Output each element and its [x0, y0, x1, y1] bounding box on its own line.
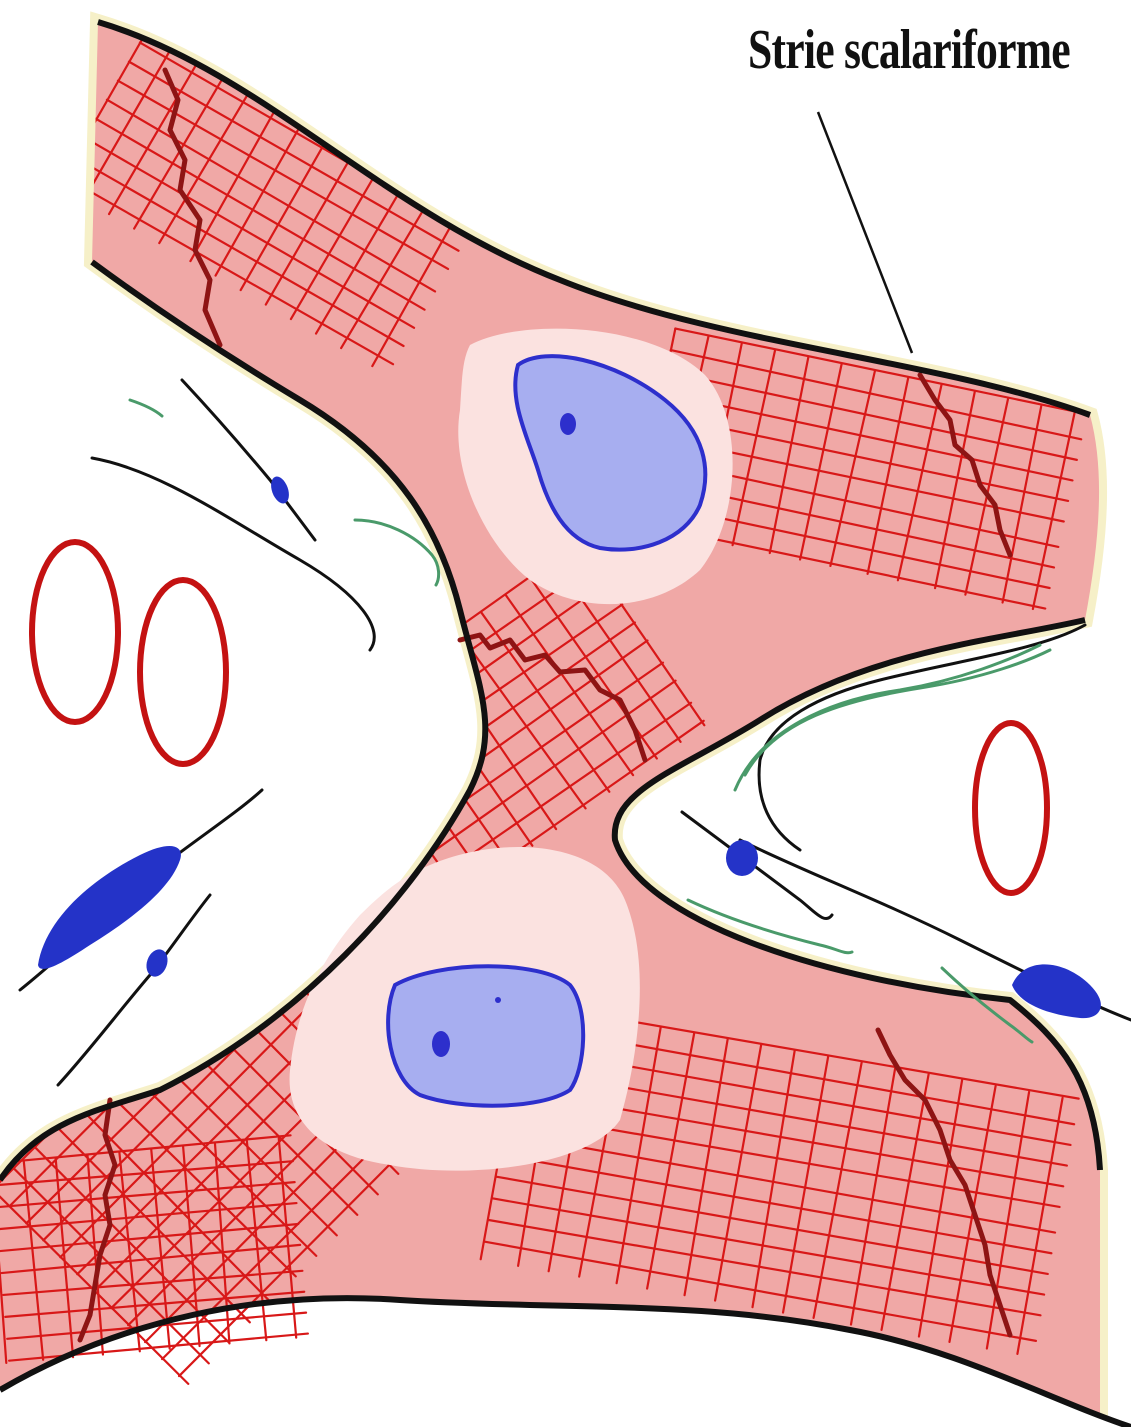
- fibroblast-nucleus-4: [726, 840, 758, 876]
- nucleus-lower: [388, 966, 583, 1105]
- nucleolus-lower: [432, 1031, 450, 1057]
- annotation-label: Strie scalariforme: [748, 22, 1070, 78]
- nucleolus-upper: [560, 413, 576, 435]
- nucleolus-lower-small: [495, 997, 501, 1003]
